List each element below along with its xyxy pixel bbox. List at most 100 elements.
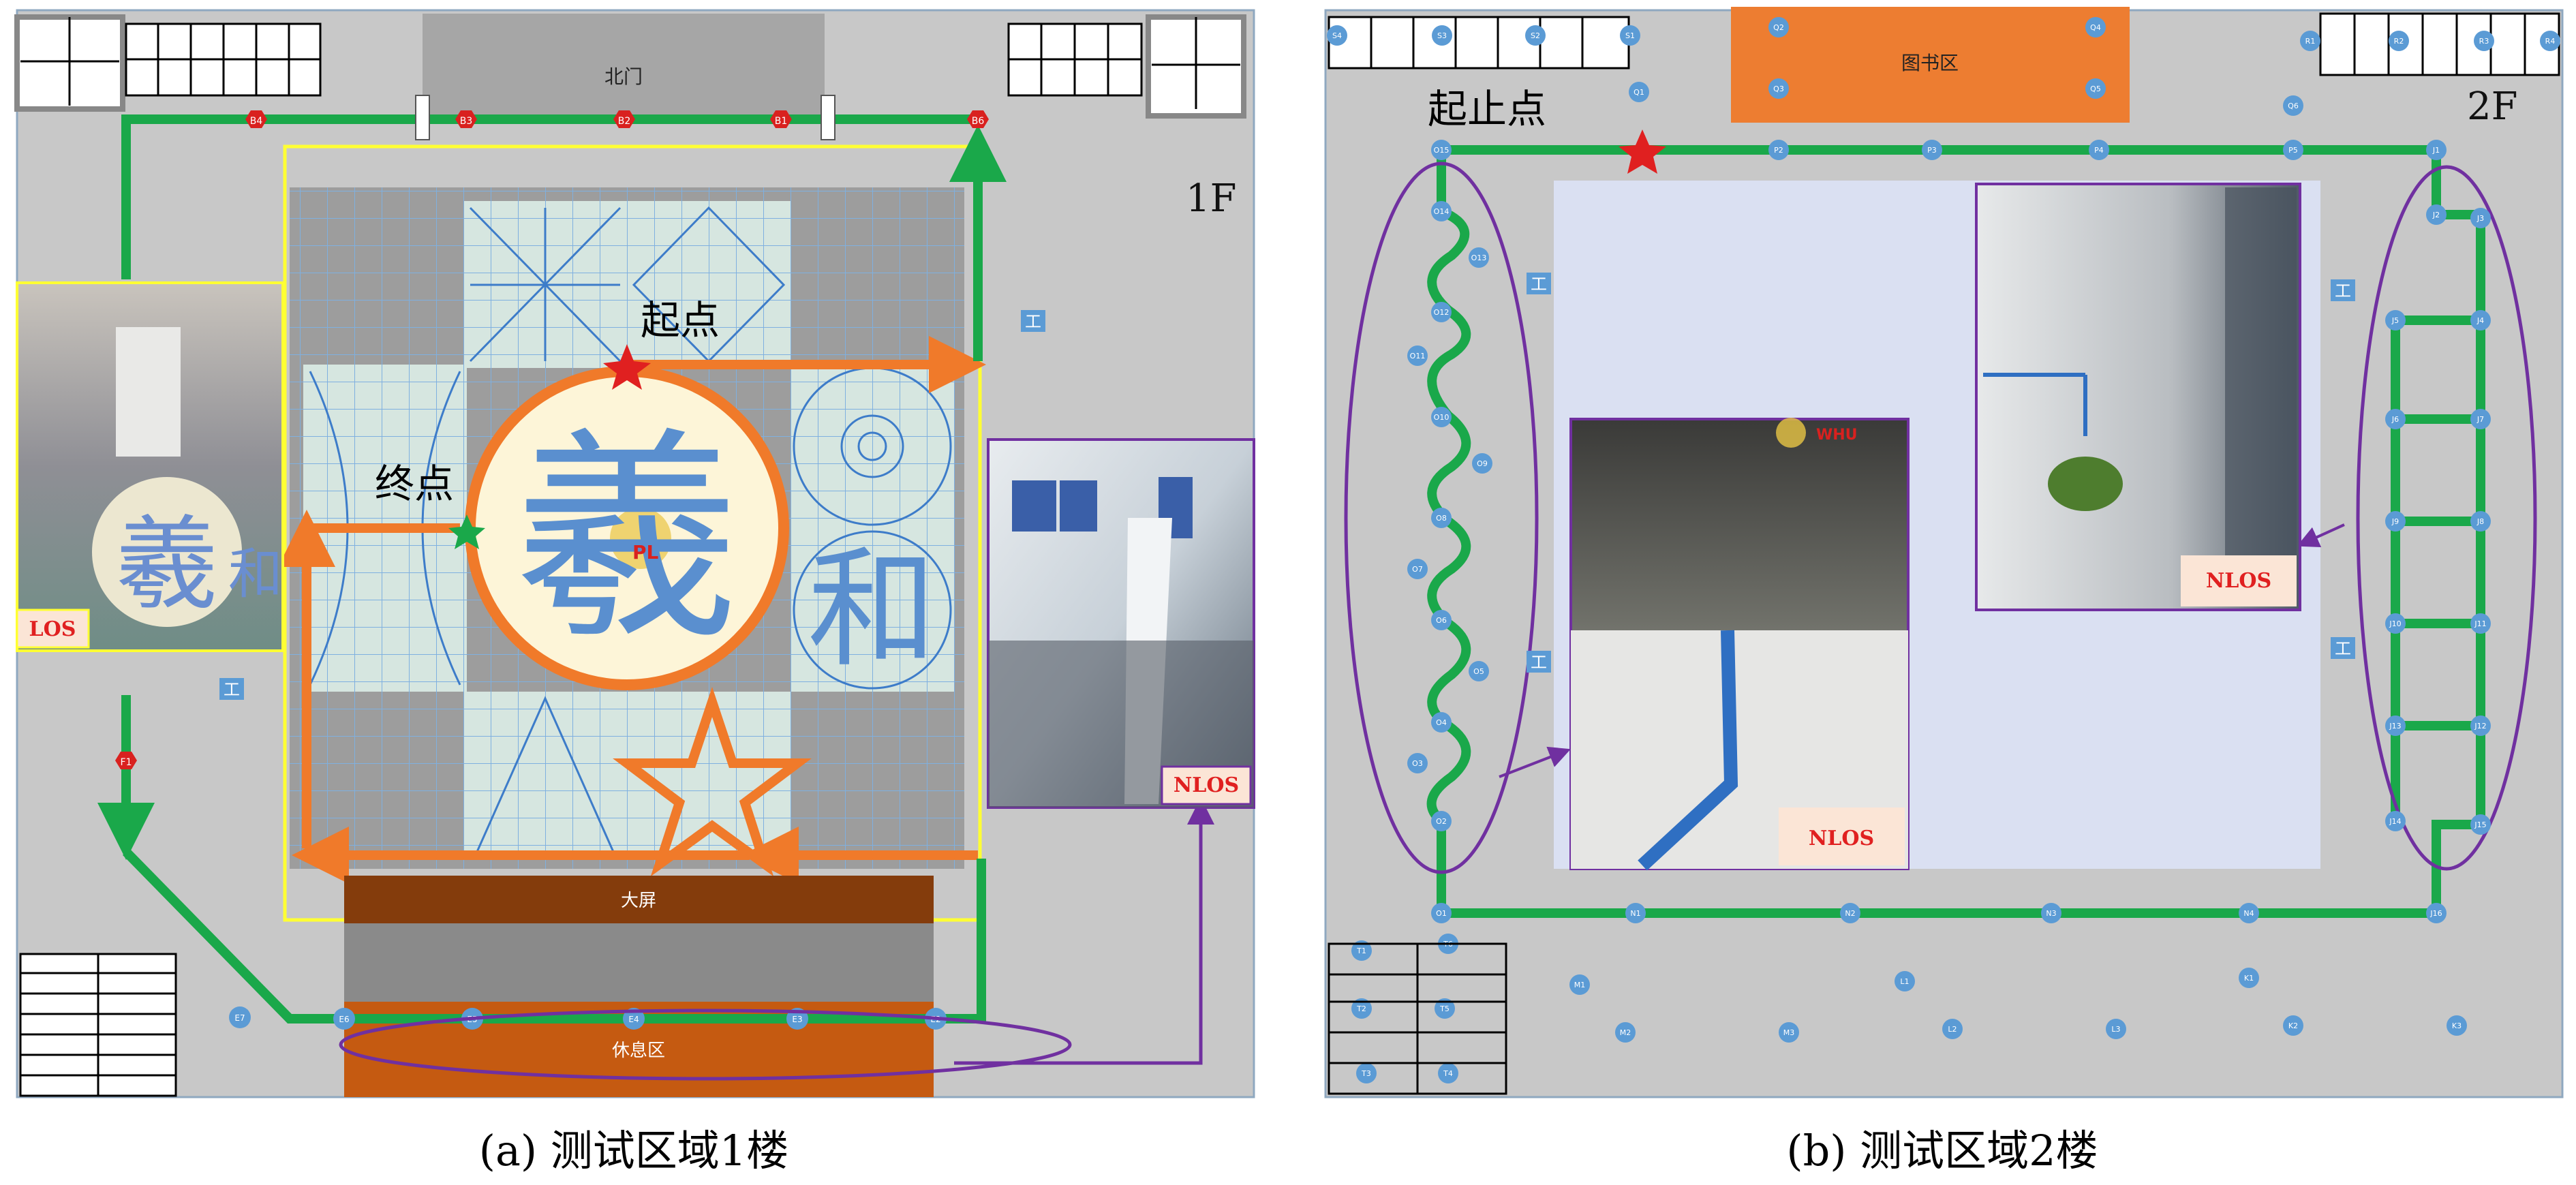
los-tag: LOS xyxy=(29,617,76,641)
svg-text:B4: B4 xyxy=(250,116,263,127)
svg-text:T4: T4 xyxy=(1443,1069,1453,1078)
floor2-path-nodes xyxy=(1327,17,2560,1083)
svg-text:M3: M3 xyxy=(1783,1028,1795,1037)
svg-text:S4: S4 xyxy=(1332,31,1342,40)
los-character-he: 和 xyxy=(228,542,283,606)
svg-text:S3: S3 xyxy=(1437,31,1447,40)
node-B1: B1 xyxy=(770,110,792,128)
svg-text:B6: B6 xyxy=(972,116,985,127)
svg-text:K2: K2 xyxy=(2288,1021,2298,1030)
svg-text:工: 工 xyxy=(2335,639,2351,658)
node-B2: B2 xyxy=(613,110,635,128)
svg-text:O2: O2 xyxy=(1436,817,1447,826)
node-B6: B6 xyxy=(967,110,989,128)
svg-text:N2: N2 xyxy=(1845,909,1855,918)
floor2-nlos-photo-left: WHU NLOS xyxy=(1569,418,1910,871)
start-label: 起点 xyxy=(641,297,720,343)
svg-text:Q4: Q4 xyxy=(2090,23,2101,32)
svg-text:O9: O9 xyxy=(1477,459,1488,468)
svg-text:R2: R2 xyxy=(2394,37,2404,46)
svg-text:J4: J4 xyxy=(2477,316,2484,325)
big-screen-label: 大屏 xyxy=(621,891,656,911)
svg-text:J8: J8 xyxy=(2477,517,2484,526)
svg-text:J16: J16 xyxy=(2429,909,2442,918)
floor1-orange-trajectory xyxy=(278,336,986,884)
svg-text:J5: J5 xyxy=(2391,316,2399,325)
svg-text:J14: J14 xyxy=(2389,817,2401,826)
north-gate-label: 北门 xyxy=(604,65,643,88)
floor1-nlos-tag: NLOS xyxy=(1174,773,1239,797)
svg-text:O4: O4 xyxy=(1436,718,1447,727)
svg-text:N1: N1 xyxy=(1630,909,1640,918)
node-F1: F1 xyxy=(115,752,137,769)
caption-floor1: (a) 测试区域1楼 xyxy=(479,1126,789,1175)
node-B4: B4 xyxy=(245,110,267,128)
svg-text:M1: M1 xyxy=(1574,981,1586,989)
svg-text:L2: L2 xyxy=(1948,1025,1957,1034)
end-label: 终点 xyxy=(375,461,454,507)
svg-text:Q2: Q2 xyxy=(1773,23,1784,32)
caption-floor2: (b) 测试区域2楼 xyxy=(1786,1126,2098,1175)
svg-text:工: 工 xyxy=(1531,653,1547,672)
start-end-label: 起止点 xyxy=(1428,86,1546,132)
svg-text:R4: R4 xyxy=(2545,37,2556,46)
svg-text:K1: K1 xyxy=(2244,974,2254,983)
svg-text:J13: J13 xyxy=(2389,722,2401,730)
floor2-nlos-photo-right: NLOS xyxy=(1975,183,2301,611)
library-label: 图书区 xyxy=(1901,52,1959,74)
svg-text:O1: O1 xyxy=(1436,909,1447,918)
pl-label: PL xyxy=(632,541,659,564)
floor2-label: 2F xyxy=(2467,84,2517,129)
rest-area-label: 休息区 xyxy=(612,1041,665,1061)
plaza-character-yi: 羲 xyxy=(515,408,739,670)
svg-text:B2: B2 xyxy=(618,116,631,127)
floor1-room-grid-topright xyxy=(1007,14,1246,119)
floor2-nlos-tag-right: NLOS xyxy=(2206,569,2271,593)
floor2-panel: 图书区 2F 起止点 xyxy=(1324,7,2564,1098)
svg-text:T1: T1 xyxy=(1356,947,1366,955)
svg-text:J12: J12 xyxy=(2474,722,2486,730)
central-plaza: 羲 PL 和 xyxy=(290,187,964,877)
big-screen-area xyxy=(344,876,934,923)
svg-text:J6: J6 xyxy=(2391,415,2399,424)
svg-text:Q5: Q5 xyxy=(2090,84,2101,93)
svg-text:F1: F1 xyxy=(121,757,132,768)
svg-text:O13: O13 xyxy=(1471,253,1487,262)
svg-text:E7: E7 xyxy=(234,1013,245,1023)
svg-text:J11: J11 xyxy=(2474,619,2486,628)
svg-text:K3: K3 xyxy=(2452,1021,2462,1030)
svg-text:工: 工 xyxy=(1531,275,1547,294)
svg-text:J1: J1 xyxy=(2432,146,2440,155)
floor1-gate-nodes: B4 B3 B2 B1 B6 F1 xyxy=(115,110,989,769)
svg-text:J10: J10 xyxy=(2389,619,2401,628)
svg-text:E6: E6 xyxy=(339,1015,349,1024)
floor1-room-grid-topleft xyxy=(14,14,322,112)
svg-text:B3: B3 xyxy=(460,116,473,127)
svg-text:P2: P2 xyxy=(1774,146,1783,155)
plaza-character-he: 和 xyxy=(808,534,937,685)
floor1-nlos-photo: NLOS xyxy=(987,438,1255,809)
svg-text:J15: J15 xyxy=(2474,820,2486,829)
svg-text:N3: N3 xyxy=(2046,909,2056,918)
svg-text:B1: B1 xyxy=(775,116,788,127)
floor1-room-table xyxy=(19,953,177,1097)
svg-text:M2: M2 xyxy=(1620,1028,1631,1037)
svg-text:E3: E3 xyxy=(792,1015,802,1024)
svg-text:Q1: Q1 xyxy=(1634,88,1644,97)
los-character-yi: 羲 xyxy=(116,506,218,624)
floor2-nlos-tag-left: NLOS xyxy=(1809,827,1874,850)
floor1-panel: 北门 1F xyxy=(14,9,1255,1098)
svg-text:J2: J2 xyxy=(2432,211,2440,219)
svg-text:T2: T2 xyxy=(1356,1004,1366,1013)
svg-text:工: 工 xyxy=(2335,281,2351,301)
svg-text:P5: P5 xyxy=(2288,146,2298,155)
svg-text:Q3: Q3 xyxy=(1773,84,1784,93)
svg-text:J3: J3 xyxy=(2477,214,2484,223)
svg-text:O11: O11 xyxy=(1410,352,1426,360)
svg-text:O5: O5 xyxy=(1473,667,1484,676)
svg-text:S2: S2 xyxy=(1531,31,1540,40)
los-photo: 羲 和 LOS xyxy=(16,281,284,652)
svg-text:O12: O12 xyxy=(1434,308,1450,317)
svg-text:L3: L3 xyxy=(2111,1025,2120,1034)
